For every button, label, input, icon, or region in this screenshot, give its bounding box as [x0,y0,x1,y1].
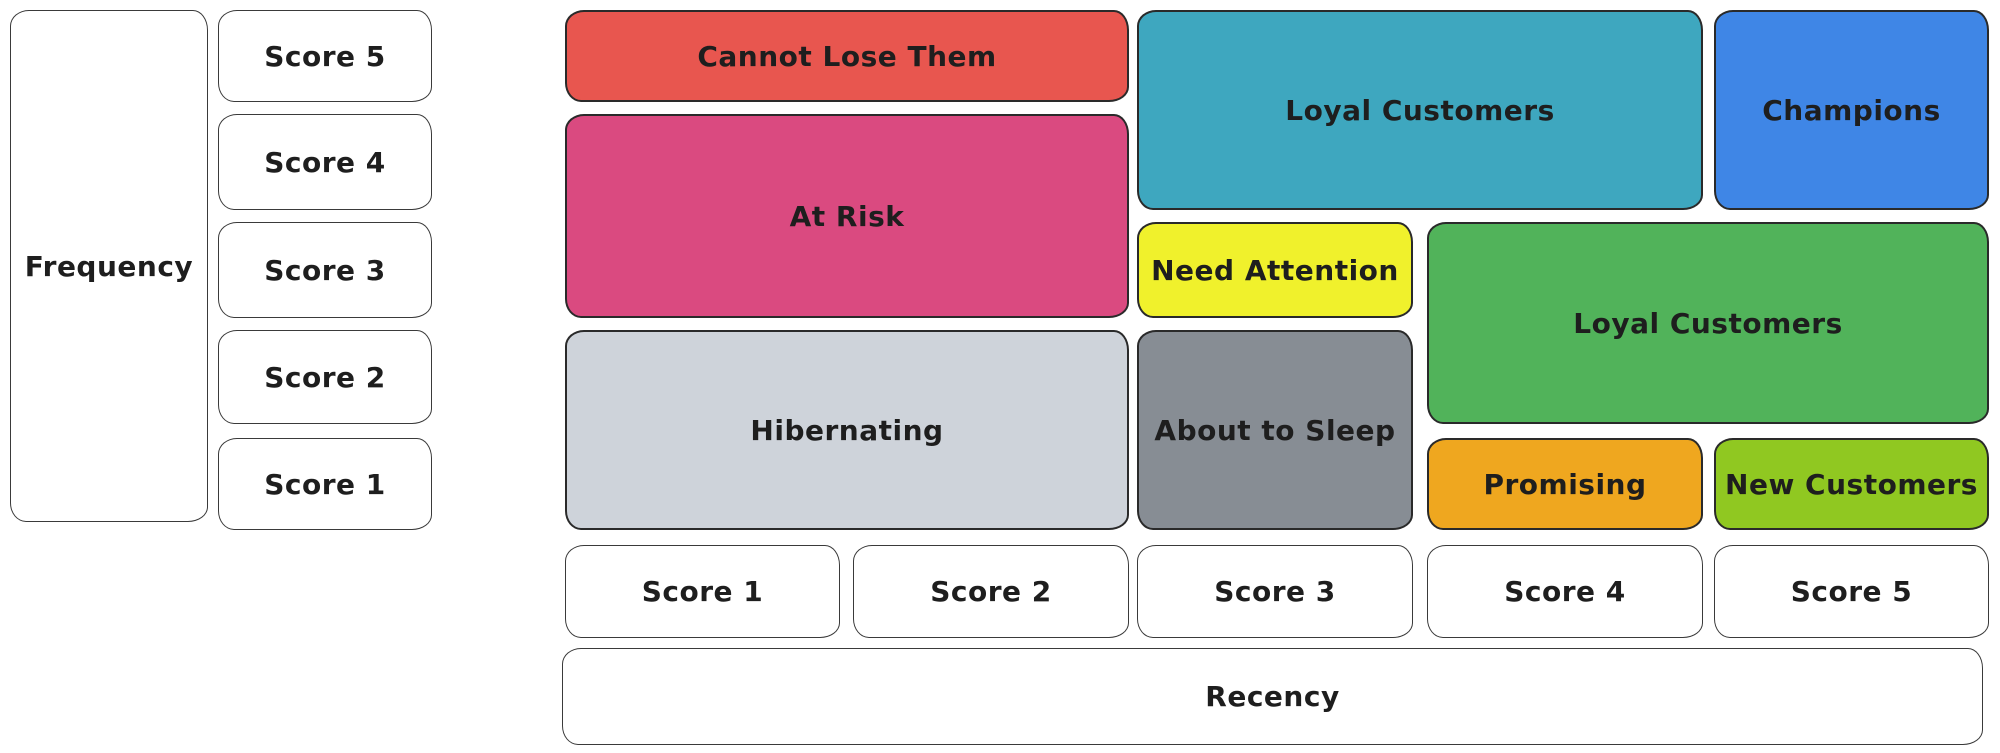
recency-score-1-label: Score 1 [641,575,764,608]
frequency-score-4-label: Score 4 [264,145,386,179]
frequency-score-2-label: Score 2 [264,360,386,394]
recency-score-1: Score 1 [565,545,840,638]
segment-need-attention: Need Attention [1137,222,1413,318]
frequency-score-3-label: Score 3 [264,253,386,287]
frequency-axis-label: Frequency [24,249,194,283]
segment-hibernating-label: Hibernating [750,413,944,447]
frequency-score-1: Score 1 [218,438,432,530]
segment-about-to-sleep-label: About to Sleep [1154,413,1396,447]
segment-hibernating: Hibernating [565,330,1129,530]
recency-score-2: Score 2 [853,545,1129,638]
segment-loyal-customers-label: Loyal Customers [1285,93,1555,127]
frequency-score-4: Score 4 [218,114,432,210]
recency-score-3-label: Score 3 [1214,575,1336,608]
frequency-score-1-label: Score 1 [264,467,386,501]
frequency-score-3: Score 3 [218,222,432,318]
segment-at-risk: At Risk [565,114,1129,318]
frequency-score-5: Score 5 [218,10,432,102]
recency-score-4-label: Score 4 [1504,575,1626,608]
recency-score-3: Score 3 [1137,545,1413,638]
segment-need-attention-label: Need Attention [1151,253,1399,287]
segment-champions-label: Champions [1762,93,1941,127]
segment-loyal-customers-2: Loyal Customers [1427,222,1989,424]
segment-promising-label: Promising [1483,467,1647,501]
frequency-axis-box: Frequency [10,10,208,522]
segment-about-to-sleep: About to Sleep [1137,330,1413,530]
recency-score-5-label: Score 5 [1790,575,1913,608]
recency-score-2-label: Score 2 [930,575,1052,608]
segment-new-customers-label: New Customers [1725,467,1978,501]
recency-axis-box: Recency [562,648,1983,745]
segment-loyal-customers-2-label: Loyal Customers [1573,306,1843,340]
recency-score-4: Score 4 [1427,545,1703,638]
recency-axis-label: Recency [1205,680,1340,713]
frequency-score-5-label: Score 5 [264,39,386,73]
segment-cannot-lose-them-label: Cannot Lose Them [697,39,997,73]
segment-cannot-lose-them: Cannot Lose Them [565,10,1129,102]
segment-promising: Promising [1427,438,1703,530]
segment-at-risk-label: At Risk [789,199,905,233]
segment-champions: Champions [1714,10,1989,210]
recency-score-5: Score 5 [1714,545,1989,638]
frequency-score-2: Score 2 [218,330,432,424]
segment-new-customers: New Customers [1714,438,1989,530]
segment-loyal-customers: Loyal Customers [1137,10,1703,210]
